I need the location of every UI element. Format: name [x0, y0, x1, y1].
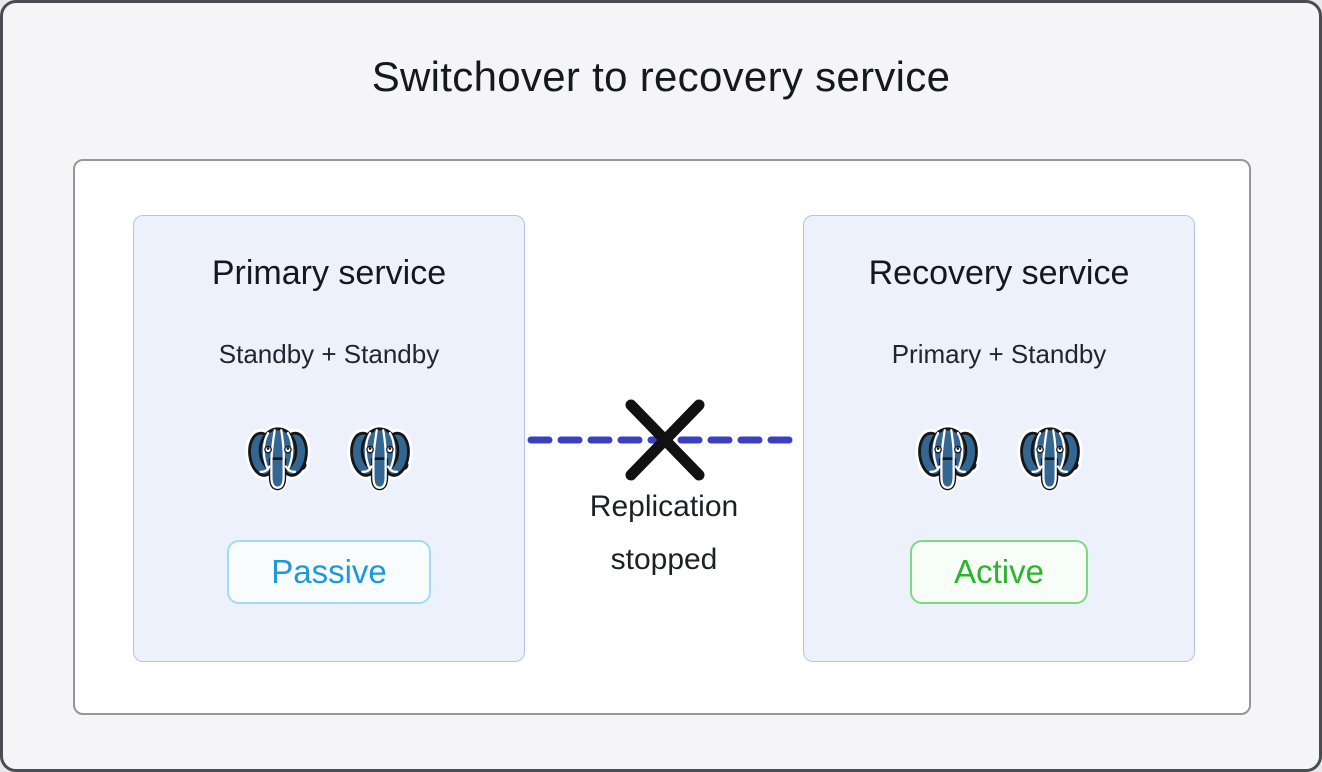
- service-name: Primary service: [211, 254, 447, 292]
- recovery-service-card: Recovery service Primary + Standby Activ…: [803, 215, 1195, 662]
- postgresql-icon: [1017, 424, 1083, 494]
- replication-label-line2: stopped: [610, 543, 718, 576]
- postgresql-icon: [915, 424, 981, 494]
- replication-label-line1: Replication: [589, 490, 739, 523]
- database-node-row: [245, 424, 413, 494]
- service-name: Recovery service: [868, 254, 1130, 292]
- stopped-cross-icon: [625, 399, 705, 481]
- postgresql-icon: [347, 424, 413, 494]
- diagram-panel: Primary service Standby + Standby Passiv…: [73, 159, 1251, 715]
- replication-line-graphic: [527, 399, 803, 481]
- replication-connector: Replication stopped: [525, 396, 803, 586]
- service-composition: Primary + Standby: [891, 339, 1107, 369]
- replication-status-label: Replication stopped: [525, 480, 803, 586]
- status-badge: Passive: [227, 540, 431, 604]
- diagram-title: Switchover to recovery service: [371, 53, 951, 100]
- primary-service-card: Primary service Standby + Standby Passiv…: [133, 215, 525, 662]
- postgresql-icon: [245, 424, 311, 494]
- database-node-row: [915, 424, 1083, 494]
- status-badge: Active: [910, 540, 1088, 604]
- service-composition: Standby + Standby: [218, 339, 440, 369]
